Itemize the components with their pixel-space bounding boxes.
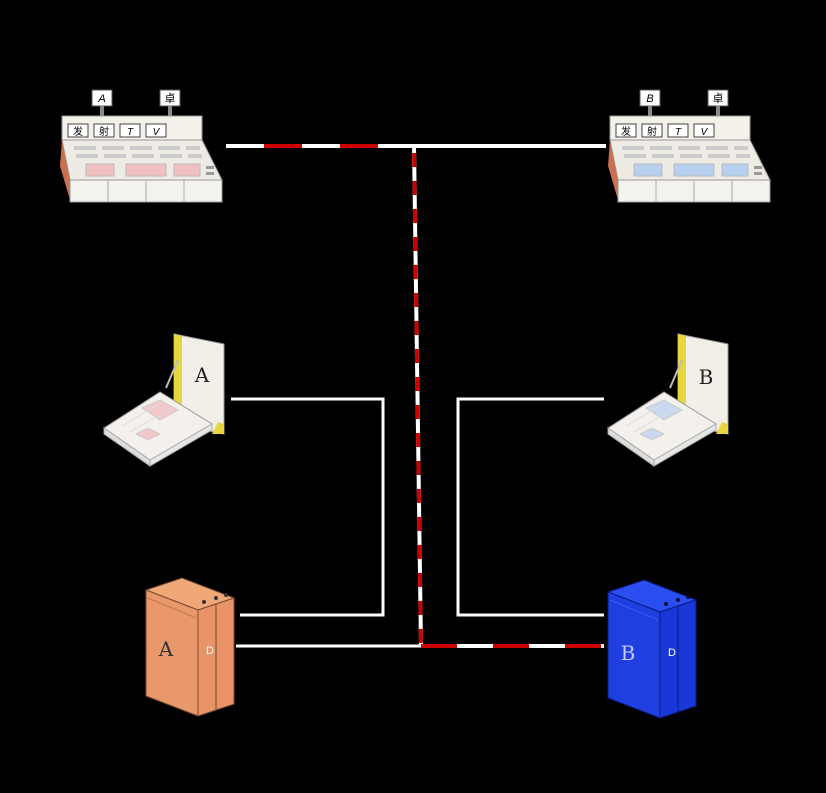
console-a-key-1: 发 (73, 125, 83, 138)
console-b-screen-1 (634, 164, 662, 176)
console-b: B 卓 发 射 T V (608, 90, 770, 202)
laptop-b-screen-label: B (699, 365, 714, 389)
cabinet-a-handle: D (206, 645, 214, 657)
console-b-key-1: 发 (621, 125, 631, 138)
console-a-sign-right-text: 卓 (165, 92, 176, 105)
laptop-a: A (104, 334, 224, 466)
cabinet-b: B D (608, 580, 696, 718)
console-a-screen-1 (86, 164, 114, 176)
console-b-key-3: T (675, 127, 682, 138)
laptop-a-screen-label: A (194, 363, 210, 387)
console-a: A 卓 发 射 T V (60, 90, 222, 202)
console-b-key-2: 射 (647, 126, 657, 138)
console-a-key-3: T (127, 127, 134, 138)
cabinet-b-handle: D (668, 647, 676, 659)
link-laptop-b-cabinet-b (458, 399, 604, 615)
console-a-sign-left-text: A (97, 93, 105, 105)
cabinet-a: A D (146, 578, 234, 716)
link-laptop-a-cabinet-a (231, 399, 383, 615)
console-a-key-2: 射 (99, 126, 109, 138)
cabinet-a-label: A (158, 637, 174, 661)
console-b-screen-3 (722, 164, 748, 176)
laptop-b: B (608, 334, 728, 466)
console-b-sign-left-text: B (646, 93, 653, 105)
connections (226, 146, 606, 646)
cabinet-b-label: B (621, 641, 636, 665)
console-b-screen-2 (674, 164, 714, 176)
console-a-screen-3 (174, 164, 200, 176)
console-a-screen-2 (126, 164, 166, 176)
console-b-sign-right-text: 卓 (713, 92, 724, 105)
